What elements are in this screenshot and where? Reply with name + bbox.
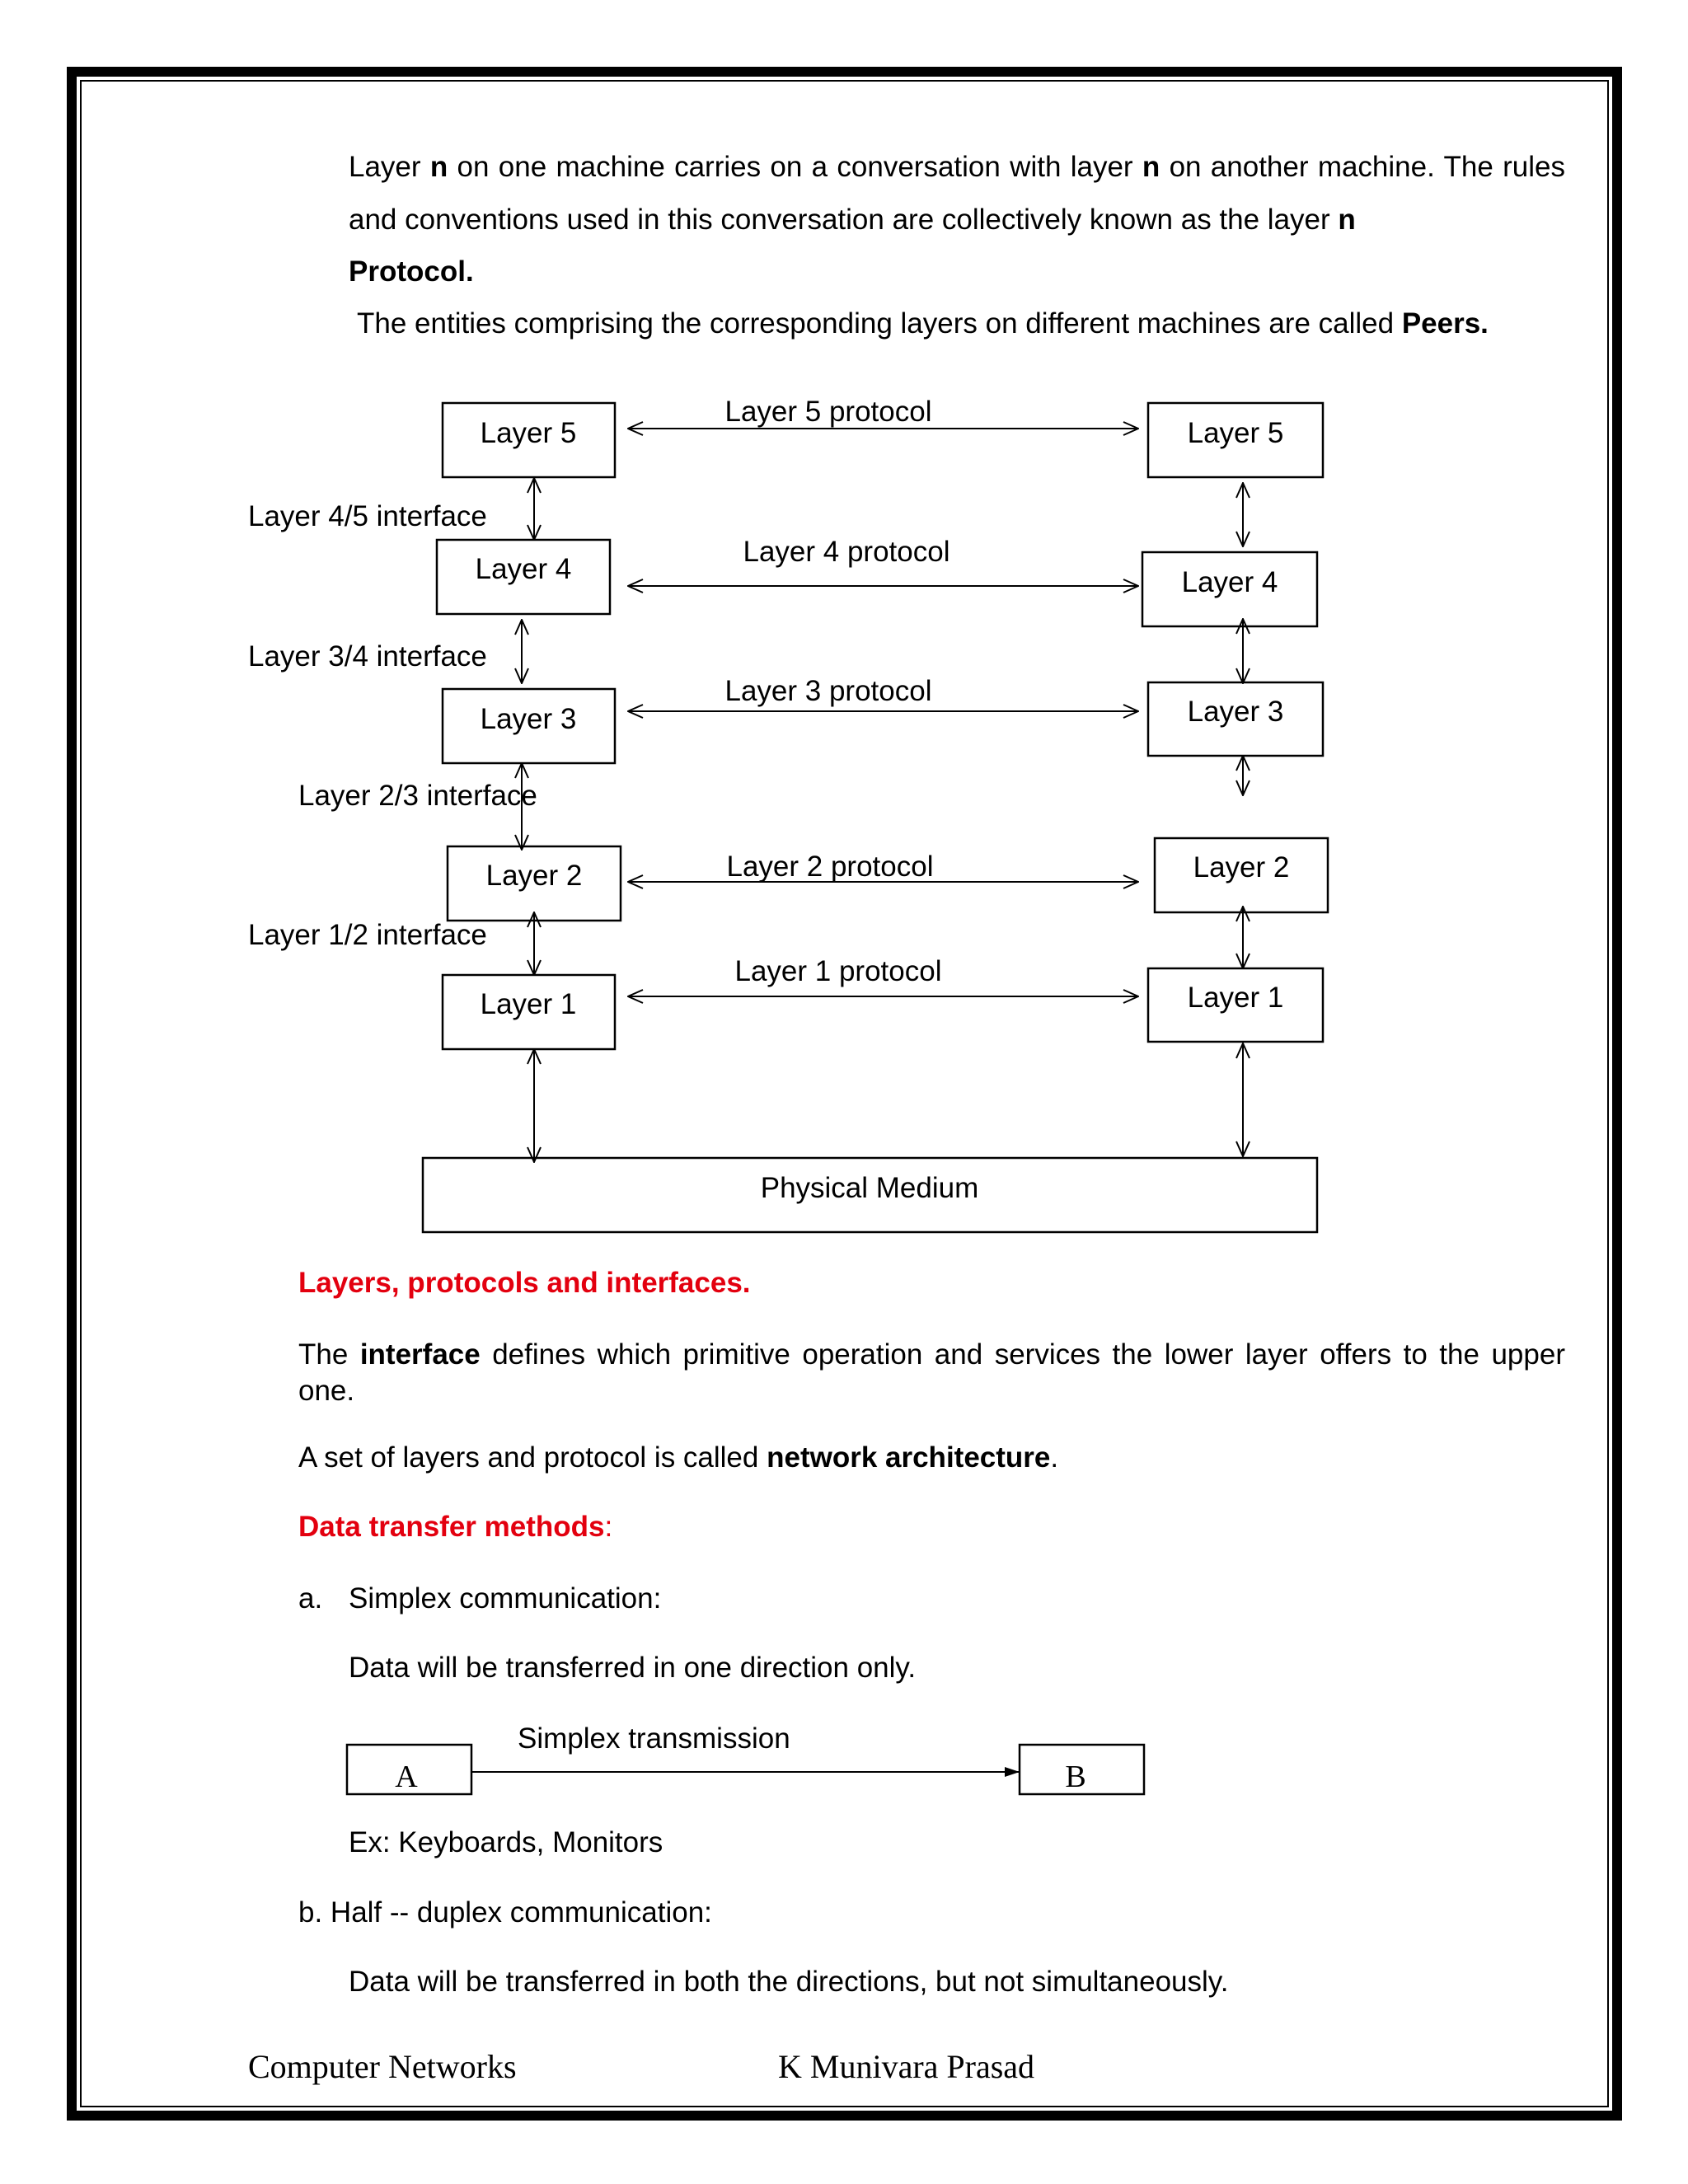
bold-n: n [1338, 203, 1356, 236]
left-layer-2-label: Layer 2 [486, 860, 583, 892]
text: A set of layers and protocol is called [298, 1441, 767, 1474]
right-layer-4-label: Layer 4 [1182, 566, 1278, 598]
bold-protocol: Protocol. [349, 255, 474, 288]
protocol-label-5: Layer 5 protocol [725, 396, 932, 428]
interface-label-23: Layer 2/3 interface [298, 780, 537, 812]
left-layer-1-label: Layer 1 [481, 988, 577, 1020]
figure-caption: Layers, protocols and interfaces. [298, 1267, 751, 1299]
intro-paragraph-2: The entities comprising the correspondin… [357, 307, 1489, 340]
bold-n: n [1142, 151, 1160, 183]
simplex-transmission-label: Simplex transmission [518, 1722, 790, 1755]
footer-author: K Munivara Prasad [778, 2048, 1035, 2085]
simplex-example: Ex: Keyboards, Monitors [349, 1826, 663, 1858]
architecture-paragraph: A set of layers and protocol is called n… [298, 1441, 1058, 1474]
protocol-label-1: Layer 1 protocol [735, 955, 942, 987]
right-layer-5-box [1146, 401, 1325, 479]
interface-label-45: Layer 4/5 interface [248, 500, 487, 532]
text: The entities comprising the correspondin… [357, 307, 1402, 340]
physical-medium-label: Physical Medium [761, 1172, 979, 1204]
page-border-inner [80, 80, 1609, 2107]
simplex-title: Simplex communication: [349, 1582, 662, 1615]
simplex-node-b-box [1018, 1743, 1146, 1796]
interface-paragraph: The interface defines which primitive op… [298, 1337, 1565, 1409]
text: defines which primitive operation and se… [298, 1338, 1565, 1407]
right-layer-3-label: Layer 3 [1188, 696, 1284, 728]
protocol-label-2: Layer 2 protocol [727, 851, 934, 883]
simplex-description: Data will be transferred in one directio… [349, 1652, 917, 1684]
bold-interface: interface [359, 1338, 481, 1371]
protocol-label-4: Layer 4 protocol [743, 536, 950, 568]
text: on another machine. The rules and conven… [349, 151, 1565, 236]
simplex-node-a-label: A [395, 1760, 418, 1794]
left-layer-4-box [435, 538, 612, 616]
text: . [1050, 1441, 1059, 1474]
interface-label-34: Layer 3/4 interface [248, 640, 487, 673]
text: The [298, 1338, 360, 1371]
footer-course: Computer Networks [248, 2048, 517, 2085]
left-layer-3-label: Layer 3 [481, 703, 577, 735]
right-layer-5-label: Layer 5 [1188, 417, 1284, 449]
text: on one machine carries on a conversation… [448, 151, 1142, 183]
bold-network-architecture: network architecture [767, 1441, 1051, 1474]
methods-heading-text: Data transfer methods [298, 1511, 605, 1543]
simplex-marker: a. [298, 1582, 323, 1615]
page-border-outer [67, 67, 1622, 2121]
simplex-node-a-box [345, 1743, 473, 1796]
methods-heading: Data transfer methods: [298, 1511, 612, 1544]
half-duplex-description: Data will be transferred in both the dir… [349, 1966, 1229, 1998]
right-layer-2-label: Layer 2 [1193, 851, 1290, 883]
half-duplex-title: b. Half -- duplex communication: [298, 1896, 712, 1929]
right-layer-3-box [1146, 681, 1325, 757]
interface-label-12: Layer 1/2 interface [248, 919, 487, 951]
intro-paragraph-1: Layer n on one machine carries on a conv… [349, 141, 1565, 298]
bold-peers: Peers. [1401, 307, 1489, 340]
protocol-label-3: Layer 3 protocol [725, 675, 932, 707]
right-layer-1-box [1146, 967, 1325, 1043]
right-layer-1-label: Layer 1 [1188, 982, 1284, 1014]
bold-n: n [429, 151, 448, 183]
left-layer-4-label: Layer 4 [476, 553, 572, 585]
right-layer-4-box [1141, 551, 1319, 628]
physical-medium-box [421, 1156, 1319, 1234]
colon: : [604, 1511, 613, 1543]
text: Layer [349, 151, 430, 183]
left-layer-5-label: Layer 5 [481, 417, 577, 449]
simplex-node-b-label: B [1065, 1760, 1085, 1794]
